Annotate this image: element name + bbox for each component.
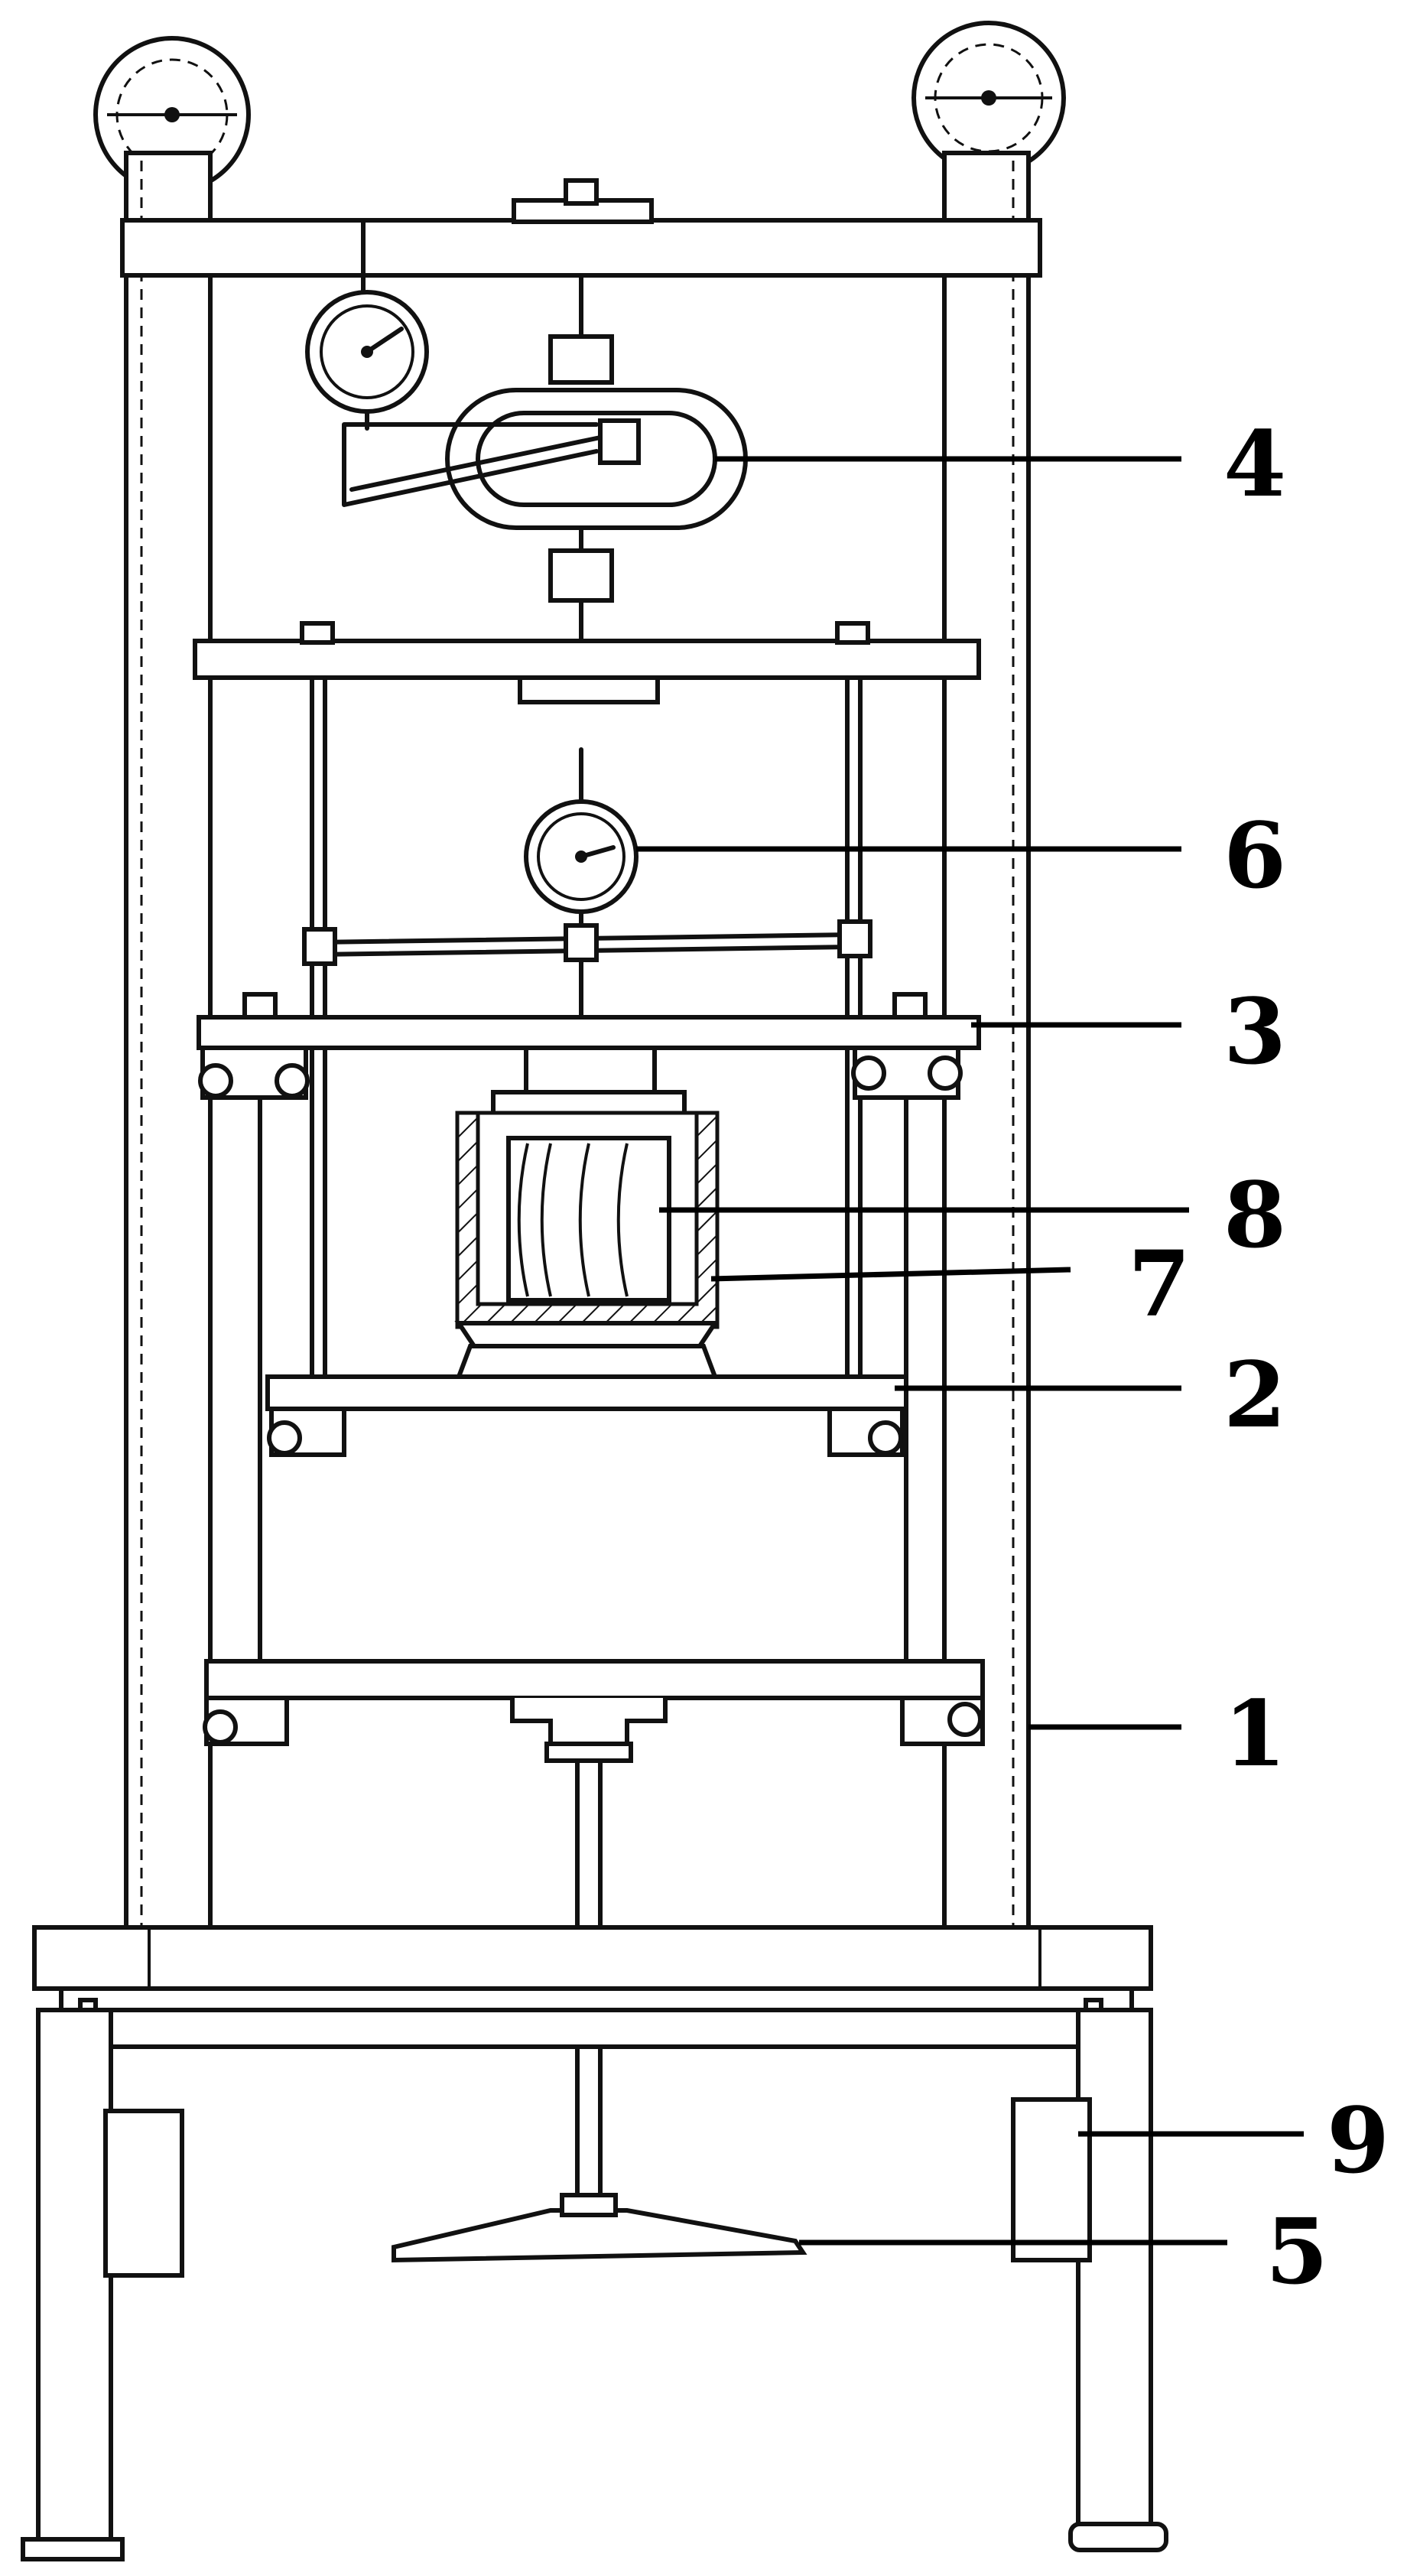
lower-platen — [265, 1374, 908, 1457]
callout-6: 6 — [1223, 802, 1286, 909]
ring-dial-gauge — [305, 220, 429, 431]
dial-gauge — [302, 747, 872, 1031]
stand-legs — [21, 2008, 1168, 2561]
callout-2: 2 — [1223, 1342, 1286, 1448]
callout-7: 7 — [1128, 1231, 1191, 1337]
upper-load-beam — [193, 621, 981, 704]
right-pulley — [911, 21, 1066, 175]
counterweights — [103, 2097, 1092, 2278]
base-plate — [32, 1925, 1153, 2033]
leader-lines — [636, 456, 1304, 2246]
top-crossbeam — [120, 178, 1042, 362]
upper-platen — [197, 992, 981, 1685]
callout-8: 8 — [1223, 1162, 1286, 1268]
callout-1: 1 — [1223, 1680, 1286, 1787]
lower-beam — [203, 1659, 985, 1763]
callout-3: 3 — [1223, 978, 1286, 1085]
handwheel — [392, 2193, 807, 2263]
specimen — [506, 1136, 671, 1303]
callout-5: 5 — [1266, 2198, 1328, 2304]
callout-9: 9 — [1327, 2087, 1389, 2194]
callout-4: 4 — [1223, 411, 1286, 517]
